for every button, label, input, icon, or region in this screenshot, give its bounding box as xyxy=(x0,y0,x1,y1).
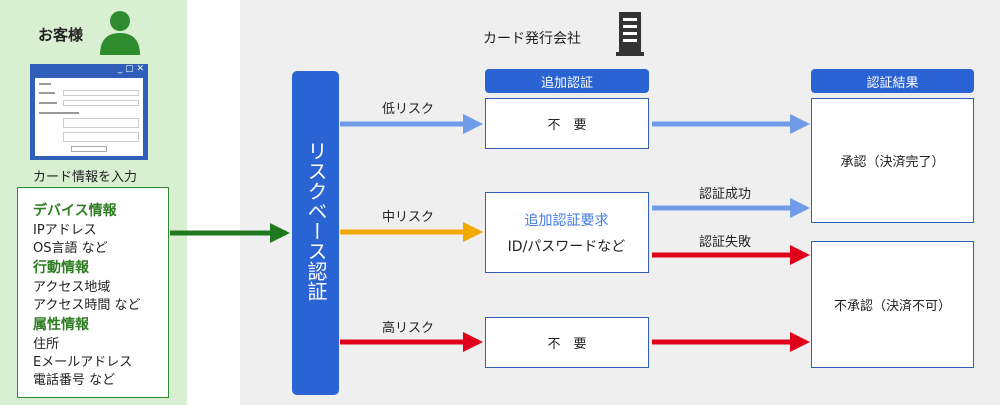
customer-label: お客様 xyxy=(38,26,84,44)
risk-based-auth-label: リスクベース認証 xyxy=(304,141,328,301)
mid-risk-label: 中リスク xyxy=(382,210,435,225)
additional-auth-header: 追加認証 xyxy=(485,69,649,93)
card-input-caption: カード情報を入力 xyxy=(33,170,138,185)
behavior-info-line: アクセス地域 xyxy=(33,280,111,295)
info-box: デバイス情報 IPアドレス OS言語 など 行動情報 アクセス地域 アクセス時間… xyxy=(17,187,169,398)
attribute-info-heading: 属性情報 xyxy=(33,317,89,333)
issuer-label: カード発行会社 xyxy=(483,31,581,47)
auth-failure-label: 認証失敗 xyxy=(699,235,752,250)
high-additional-auth-text: 不 要 xyxy=(547,337,587,352)
high-additional-auth-box: 不 要 xyxy=(485,317,649,368)
low-additional-auth-text: 不 要 xyxy=(547,118,587,133)
risk-based-auth-bar: リスクベース認証 xyxy=(292,71,339,395)
building-icon xyxy=(616,12,644,56)
device-info-heading: デバイス情報 xyxy=(33,203,117,219)
device-info-line: IPアドレス xyxy=(33,223,97,238)
behavior-info-line: アクセス時間 など xyxy=(33,298,141,313)
high-risk-label: 高リスク xyxy=(382,321,435,336)
auth-success-label: 認証成功 xyxy=(699,187,752,202)
low-additional-auth-box: 不 要 xyxy=(485,98,649,149)
approved-text: 承認（決済完了） xyxy=(840,155,945,170)
person-icon xyxy=(100,11,140,55)
additional-auth-detail: ID/パスワードなど xyxy=(507,239,626,255)
attribute-info-line: 住所 xyxy=(33,337,60,352)
behavior-info-heading: 行動情報 xyxy=(33,260,89,276)
auth-result-header: 認証結果 xyxy=(811,69,974,93)
attribute-info-line: Eメールアドレス xyxy=(33,355,133,370)
device-info-line: OS言語 など xyxy=(33,241,108,256)
rejected-box: 不承認（決済不可） xyxy=(811,241,974,368)
approved-box: 承認（決済完了） xyxy=(811,98,974,223)
rejected-text: 不承認（決済不可） xyxy=(833,299,951,314)
additional-auth-request: 追加認証要求 xyxy=(524,213,609,229)
card-input-window: _ ▢ ✕ xyxy=(30,64,148,160)
mid-additional-auth-box: 追加認証要求 ID/パスワードなど xyxy=(485,192,649,273)
attribute-info-line: 電話番号 など xyxy=(33,373,116,388)
window-controls-icon: _ ▢ ✕ xyxy=(117,64,144,74)
low-risk-label: 低リスク xyxy=(382,102,435,117)
window-form xyxy=(35,78,143,156)
